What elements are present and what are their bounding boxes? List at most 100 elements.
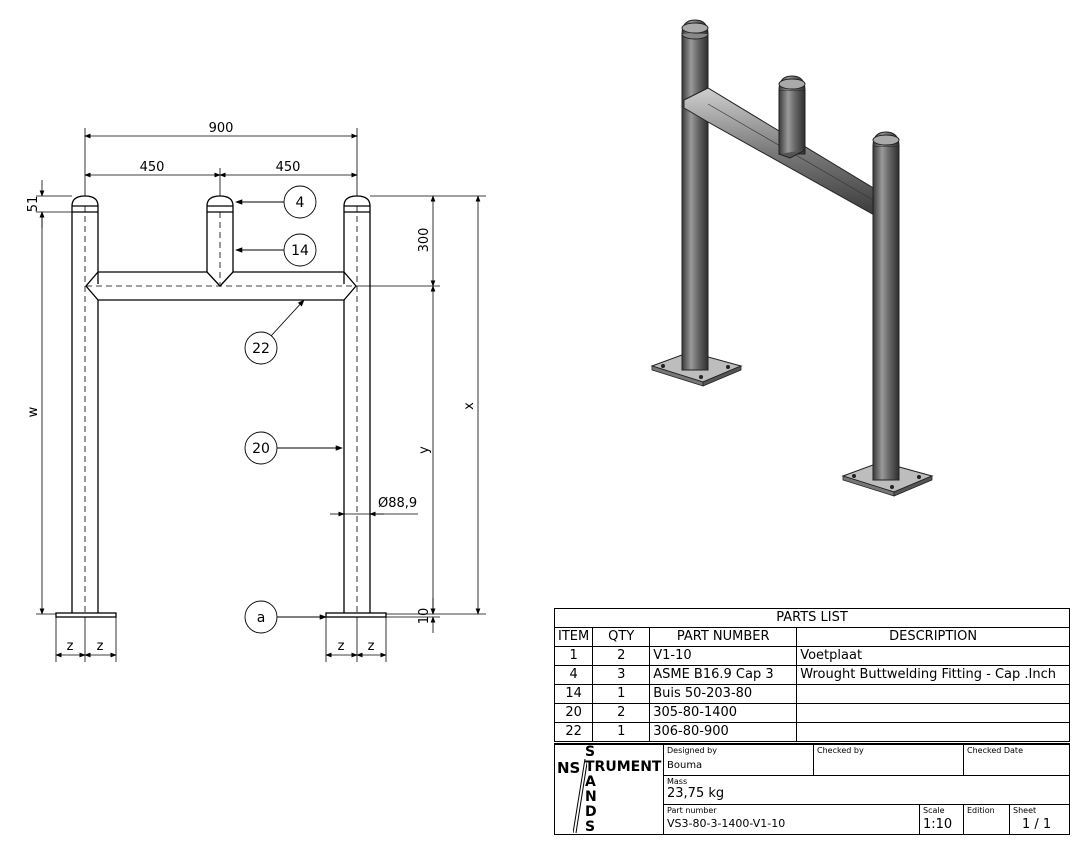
- row-description: [796, 703, 1070, 723]
- callout-22: [244, 331, 278, 365]
- row-description: [796, 684, 1070, 704]
- sheet-cell: Sheet 1 / 1: [1009, 804, 1069, 834]
- row-item: 14: [553, 684, 594, 704]
- part-number-cell: Part number VS3-80-3-1400-V1-10: [663, 804, 919, 834]
- parts-list-header-row: ITEM QTY PART NUMBER DESCRIPTION: [553, 627, 1070, 647]
- scale-label: Scale: [923, 806, 945, 815]
- row-item: 4: [553, 665, 594, 685]
- dim-z-3: z: [338, 639, 345, 654]
- edition-cell: Edition: [963, 804, 1009, 834]
- logo-ns: NS: [557, 759, 581, 777]
- scale-value: 1:10: [923, 817, 953, 832]
- header-qty: QTY: [592, 627, 651, 647]
- dim-diameter: Ø88,9: [378, 496, 417, 511]
- checked-by-label: Checked by: [817, 746, 864, 755]
- sheet-label: Sheet: [1013, 806, 1037, 815]
- row-part-number: 306-80-900: [649, 722, 798, 742]
- dim-900: 900: [209, 121, 234, 136]
- checked-by-cell: Checked by: [813, 744, 963, 775]
- callout-label-a: a: [257, 610, 266, 626]
- header-description: DESCRIPTION: [796, 627, 1070, 647]
- logo-letter: N: [585, 789, 597, 805]
- callout-label-22: 22: [252, 341, 270, 357]
- row-qty: 3: [592, 665, 651, 685]
- left-post: [55, 195, 117, 618]
- dim-10: 10: [417, 608, 432, 625]
- logo-letter: TRUMENT: [585, 759, 662, 775]
- dimension-labels: 900 450 450 51 w 300 y x Ø88,9 10 z z z …: [26, 121, 477, 654]
- row-qty: 2: [592, 646, 651, 666]
- row-part-number: ASME B16.9 Cap 3: [649, 665, 798, 685]
- parts-list-table: PARTS LIST ITEM QTY PART NUMBER DESCRIPT…: [553, 608, 1070, 742]
- row-part-number: 305-80-1400: [649, 703, 798, 723]
- row-part-number: V1-10: [649, 646, 798, 666]
- edition-label: Edition: [967, 806, 995, 815]
- dim-450-left: 450: [140, 160, 165, 175]
- right-post-3d: [872, 145, 900, 481]
- front-view: [55, 195, 387, 618]
- mass-value: 23,75 kg: [667, 786, 725, 801]
- designed-by-value: Bouma: [667, 760, 703, 771]
- parts-list-title: PARTS LIST: [554, 608, 1070, 628]
- row-qty: 1: [592, 722, 651, 742]
- table-row: 14 1 Buis 50-203-80: [553, 684, 1070, 704]
- dim-y: y: [417, 446, 432, 454]
- dim-z-2: z: [97, 639, 104, 654]
- callout-label-4: 4: [296, 195, 305, 211]
- dim-z-4: z: [368, 639, 375, 654]
- callouts: [235, 185, 343, 634]
- table-row: 20 2 305-80-1400: [553, 703, 1070, 723]
- callout-14: [283, 233, 317, 267]
- callout-label-14: 14: [291, 243, 309, 259]
- dim-51: 51: [26, 196, 41, 213]
- part-number-label: Part number: [667, 806, 717, 815]
- callout-label-20: 20: [252, 441, 270, 457]
- checked-date-cell: Checked Date: [963, 744, 1069, 775]
- row-description: Wrought Buttwelding Fitting - Cap .Inch: [796, 665, 1070, 685]
- part-number-value: VS3-80-3-1400-V1-10: [667, 817, 786, 830]
- row-qty: 1: [592, 684, 651, 704]
- logo-letter: D: [585, 804, 597, 820]
- row-item: 22: [553, 722, 594, 742]
- table-row: 22 1 306-80-900: [553, 722, 1070, 742]
- logo-letter: A: [585, 774, 596, 790]
- row-item: 20: [553, 703, 594, 723]
- row-description: Voetplaat: [796, 646, 1070, 666]
- dimension-lines: [36, 128, 486, 662]
- callout-a: [244, 600, 278, 634]
- middle-stub: [206, 195, 234, 287]
- designed-by-label: Designed by: [667, 746, 717, 755]
- row-part-number: Buis 50-203-80: [649, 684, 798, 704]
- callout-4: [283, 185, 317, 219]
- header-part-number: PART NUMBER: [649, 627, 798, 647]
- logo-stripes: [573, 759, 587, 833]
- sheet-value: 1 / 1: [1022, 817, 1052, 832]
- designed-by-cell: Designed by Bouma: [663, 744, 813, 775]
- title-block: NS S TRUMENT A N D S Designed by Bouma C…: [554, 743, 1070, 835]
- left-post-3d: [681, 33, 709, 371]
- isometric-view: [650, 19, 934, 497]
- table-row: 4 3 ASME B16.9 Cap 3 Wrought Buttwelding…: [553, 665, 1070, 685]
- dim-w: w: [26, 406, 41, 417]
- horizontal-beam: [85, 271, 357, 301]
- logo-letter: S: [585, 819, 596, 835]
- dim-z-1: z: [67, 639, 74, 654]
- middle-stub-3d: [778, 89, 806, 155]
- company-logo: NS S TRUMENT A N D S: [555, 744, 663, 835]
- dim-450-right: 450: [276, 160, 301, 175]
- table-row: 1 2 V1-10 Voetplaat: [553, 646, 1070, 666]
- row-description: [796, 722, 1070, 742]
- scale-cell: Scale 1:10: [919, 804, 963, 834]
- row-qty: 2: [592, 703, 651, 723]
- row-item: 1: [553, 646, 594, 666]
- checked-date-label: Checked Date: [967, 746, 1023, 755]
- callout-20: [244, 431, 278, 465]
- logo-letter: S: [585, 744, 596, 760]
- dim-x: x: [462, 402, 477, 410]
- dim-300: 300: [417, 228, 432, 253]
- mass-label: Mass: [667, 777, 688, 786]
- mass-cell: Mass 23,75 kg: [663, 775, 1069, 804]
- right-post: [325, 195, 387, 618]
- header-item: ITEM: [553, 627, 594, 647]
